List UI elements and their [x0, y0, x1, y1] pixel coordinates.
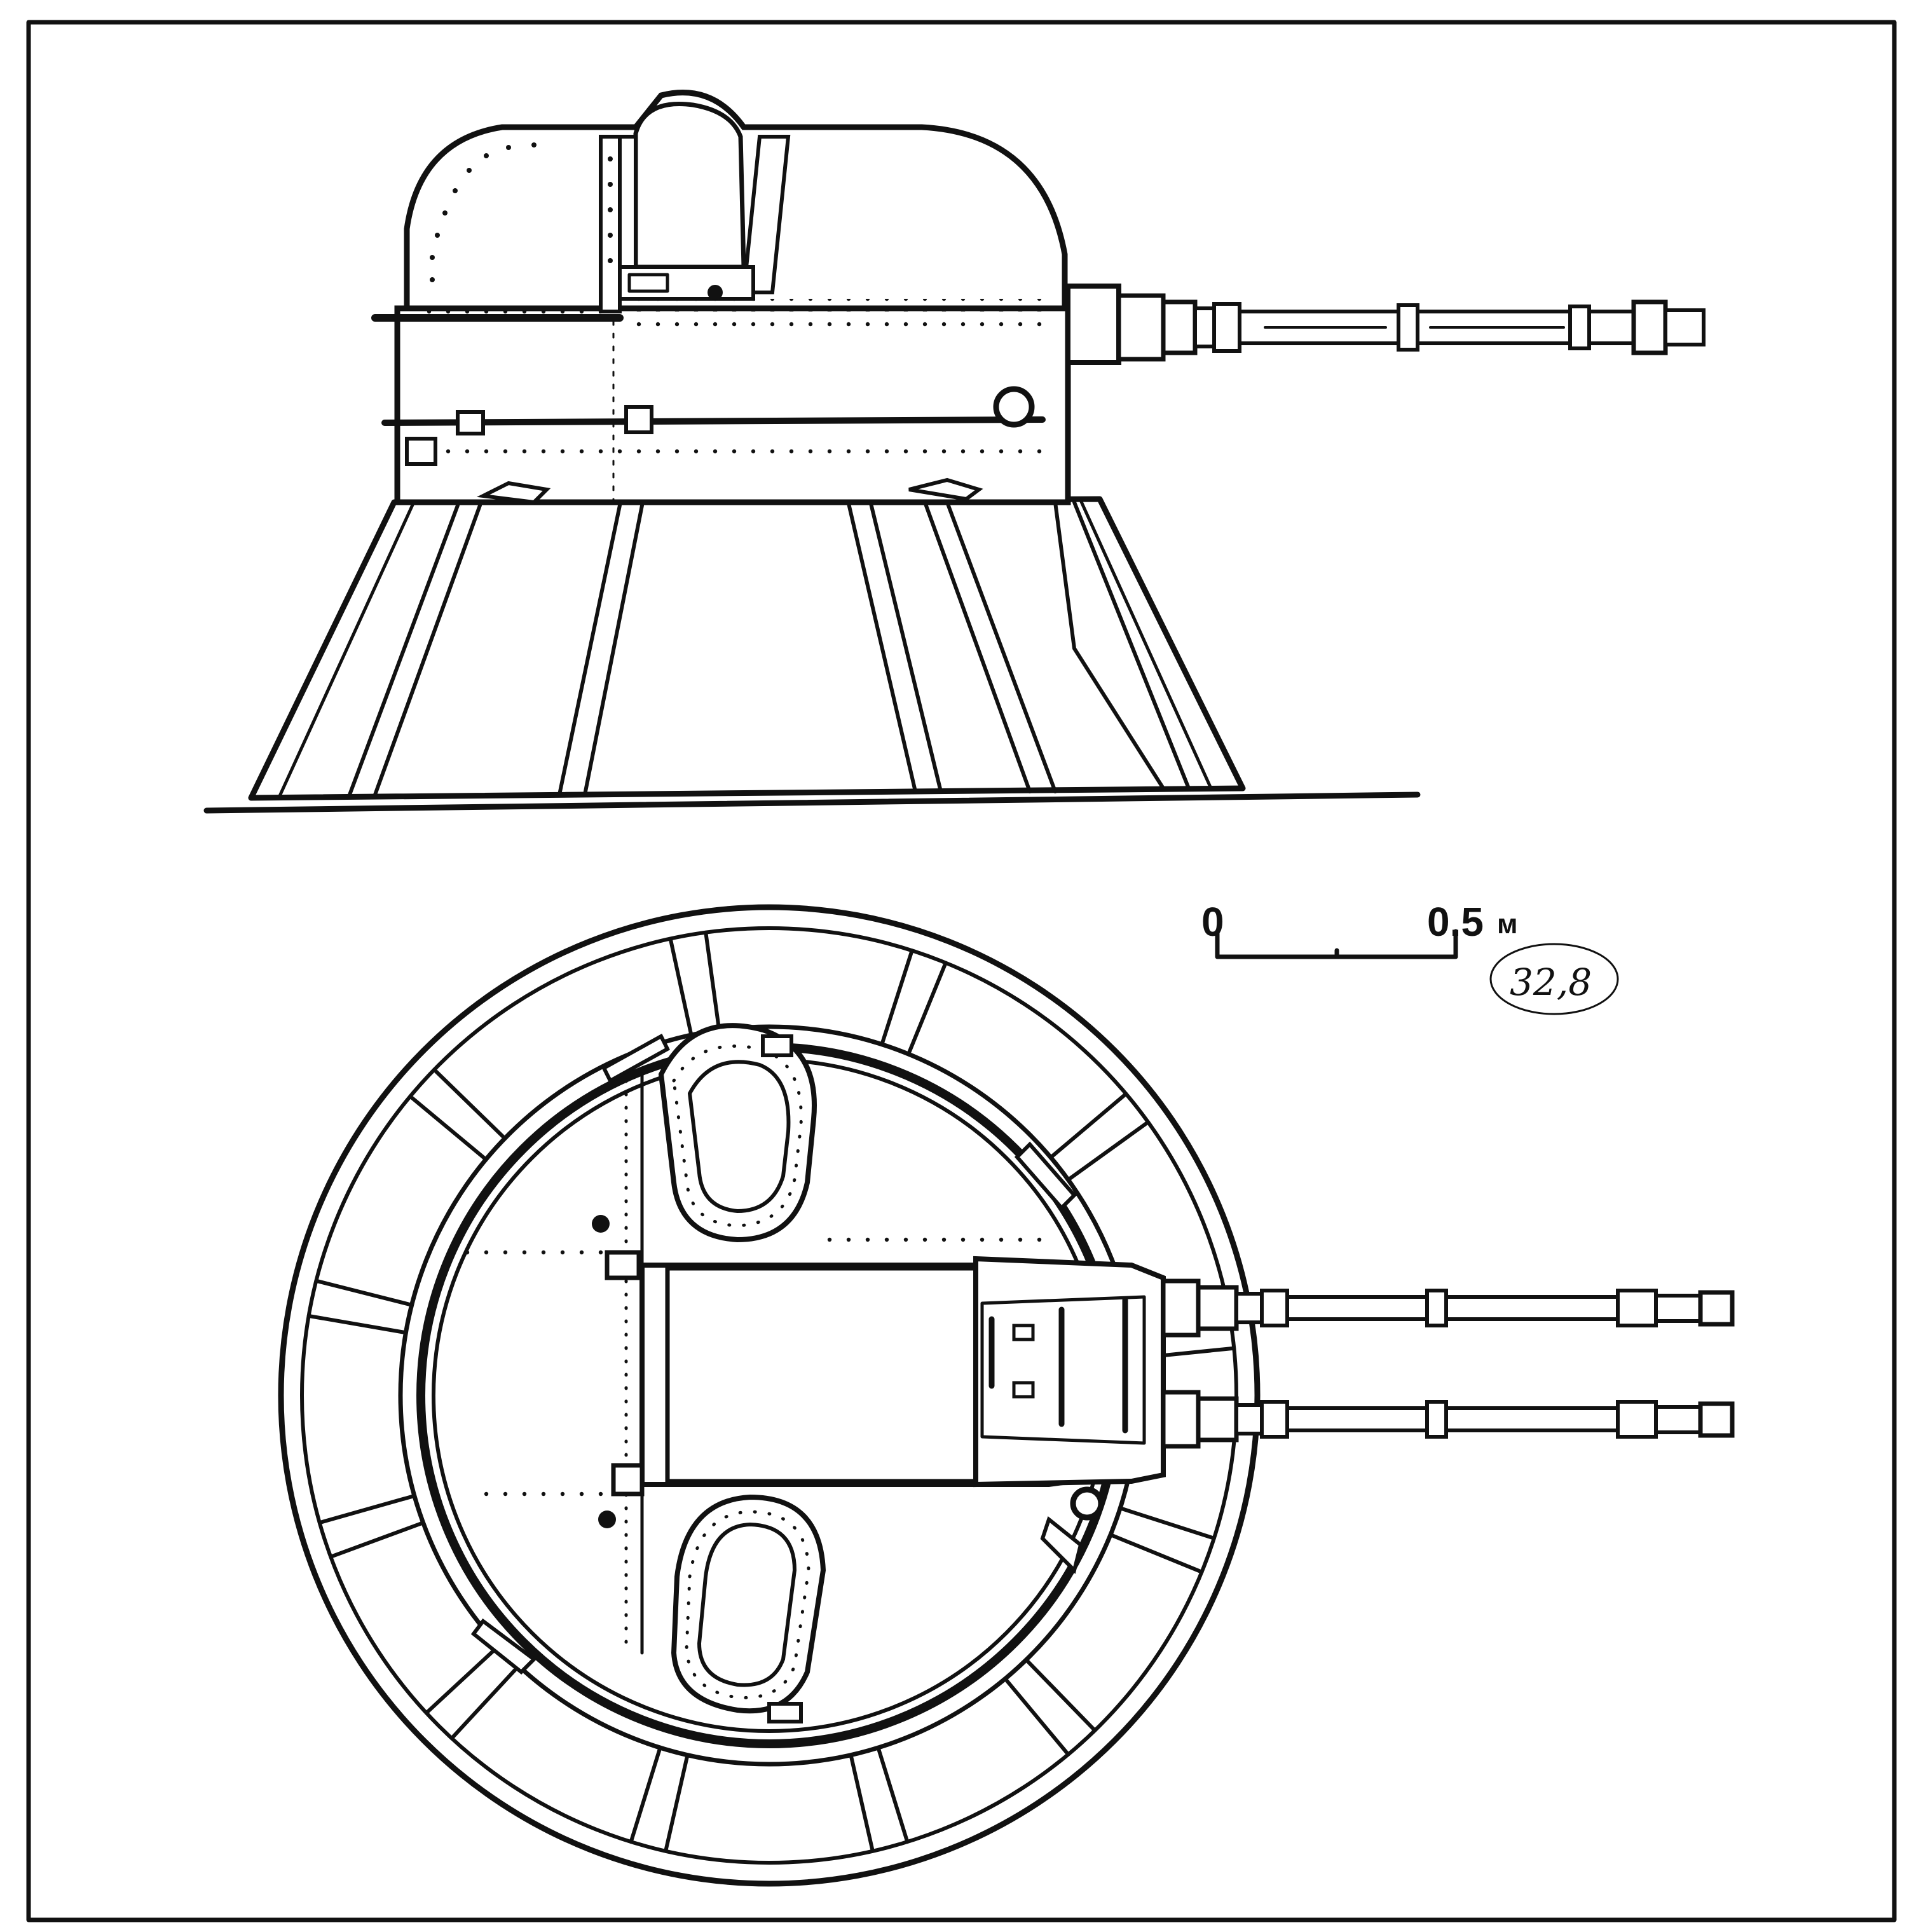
rivet-row	[413, 302, 610, 315]
radial-rib	[317, 1494, 415, 1525]
radial-rib	[849, 1754, 875, 1853]
radial-rib	[1049, 1092, 1128, 1159]
gun-breech-block	[665, 1266, 978, 1484]
radial-rib	[449, 1665, 520, 1741]
radial-rib	[314, 1278, 413, 1307]
twin-barrels	[1161, 1278, 1735, 1449]
radial-rib	[1025, 1659, 1097, 1732]
dome-hatch	[633, 101, 746, 270]
side-view	[203, 90, 1706, 814]
lower-hatch	[671, 1494, 826, 1723]
rivet-row	[470, 1484, 642, 1497]
sight-box	[618, 265, 755, 301]
rail-fittings	[405, 386, 1035, 466]
handwritten-note: 32,8	[1489, 943, 1619, 1015]
pedestal-outline	[248, 496, 1246, 801]
rivet-row	[420, 445, 1055, 458]
radial-rib	[424, 1645, 500, 1715]
rivet-row	[826, 1237, 1055, 1249]
drawing-frame	[26, 20, 1897, 1922]
outer-ring-inner	[300, 926, 1238, 1865]
radial-rib	[1004, 1678, 1070, 1757]
radial-rib	[329, 1521, 424, 1559]
top-view	[278, 904, 1735, 1887]
ground-line	[203, 791, 1421, 814]
rear-plate	[599, 135, 622, 313]
gun-barrel-side	[1065, 284, 1706, 365]
lower-barrel	[1161, 1390, 1735, 1449]
dome-rivets	[430, 142, 613, 282]
radial-rib	[1067, 1120, 1151, 1181]
lower-rail	[381, 416, 1046, 426]
radial-rib	[306, 1313, 407, 1334]
radial-rib	[1109, 1533, 1204, 1574]
radial-ribs	[306, 930, 1236, 1853]
radial-rib	[432, 1067, 506, 1140]
scale-bar: 0 0.5 м	[1201, 899, 1518, 959]
radial-rib	[668, 936, 694, 1036]
radial-rib	[877, 1746, 910, 1844]
radial-rib	[1119, 1506, 1216, 1540]
radial-rib	[408, 1094, 487, 1161]
upper-barrel	[1161, 1278, 1735, 1338]
rivet-row	[629, 318, 1055, 331]
radial-rib	[906, 961, 948, 1055]
mantlet-details	[988, 1297, 1128, 1434]
top-fittings	[470, 1033, 1104, 1675]
scale-unit-label: м	[1497, 908, 1518, 940]
radial-rib	[629, 1746, 662, 1844]
outer-ring	[278, 904, 1261, 1887]
radial-rib	[704, 930, 721, 1031]
handwritten-note-text: 32,8	[1510, 961, 1592, 1004]
pedestal-inner-outline	[278, 498, 1213, 798]
pedestal-ribs	[348, 500, 1191, 797]
mantlet-inner	[980, 1295, 1146, 1445]
scale-end-label: 0.5	[1427, 899, 1484, 945]
gun-mantlet	[973, 1256, 1166, 1488]
radial-rib	[664, 1754, 690, 1853]
upper-hatch	[658, 1023, 817, 1243]
rivet-row	[464, 1249, 642, 1262]
radial-rib	[880, 949, 914, 1045]
base-clamps	[476, 477, 983, 505]
scale-start-label: 0	[1201, 899, 1224, 945]
rivet-row	[629, 299, 1055, 312]
turret-body	[394, 305, 1071, 505]
